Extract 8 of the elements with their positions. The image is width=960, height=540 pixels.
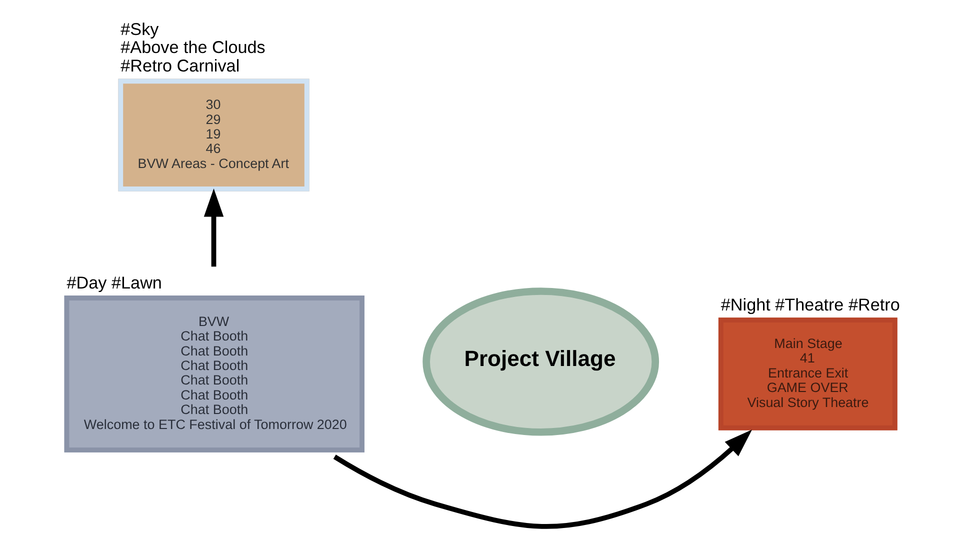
node-label: #Sky (120, 18, 158, 39)
node-label: #Above the Clouds (120, 37, 265, 58)
node-ellipse: Project Village (422, 288, 659, 436)
node-label: #Retro Carnival (120, 56, 240, 76)
arrow (332, 430, 752, 529)
arrow (203, 188, 224, 267)
node-label: #Day #Lawn (66, 272, 162, 292)
node-label: #Night #Theatre #Retro (720, 294, 900, 314)
